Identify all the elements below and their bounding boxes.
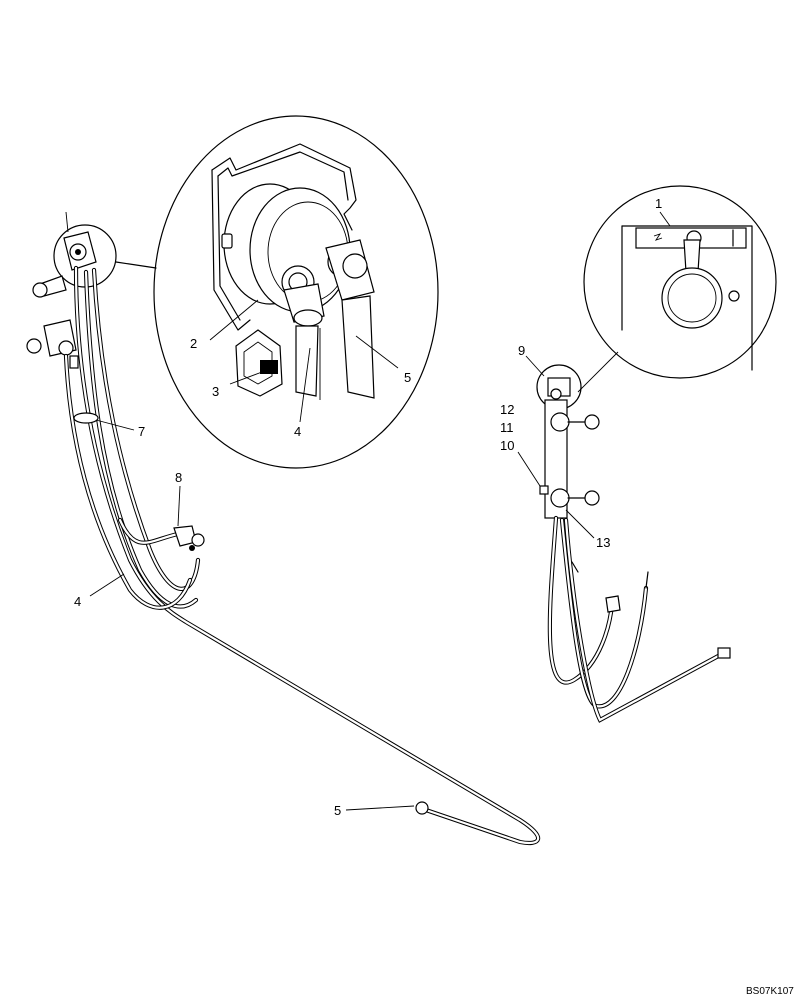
- callout-5-main: 5: [334, 803, 341, 818]
- callout-7: 7: [138, 424, 145, 439]
- callout-10: 10: [500, 438, 514, 453]
- left-solenoid-cluster: [26, 211, 117, 369]
- callout-12: 12: [500, 402, 514, 417]
- callout-1: 1: [655, 196, 662, 211]
- callout-5-detail: 5: [404, 370, 411, 385]
- detail-view-key-switch: [577, 185, 777, 393]
- detail-view-solenoid: [115, 115, 439, 469]
- callout-13: 13: [596, 535, 610, 550]
- drawing-code: BS07K107: [746, 986, 794, 997]
- callout-4-main: 4: [74, 594, 81, 609]
- callout-9: 9: [518, 343, 525, 358]
- callout-8: 8: [175, 470, 182, 485]
- callout-3: 3: [212, 384, 219, 399]
- callout-4-detail: 4: [294, 424, 301, 439]
- right-switch-assembly: [517, 355, 731, 723]
- left-harness: [63, 265, 541, 846]
- callout-11: 11: [500, 420, 514, 435]
- callout-2: 2: [190, 336, 197, 351]
- callout-labels: 1 2 3 4 5 7 8 4 5 9 12 11 10 13 BS07K107: [74, 196, 794, 997]
